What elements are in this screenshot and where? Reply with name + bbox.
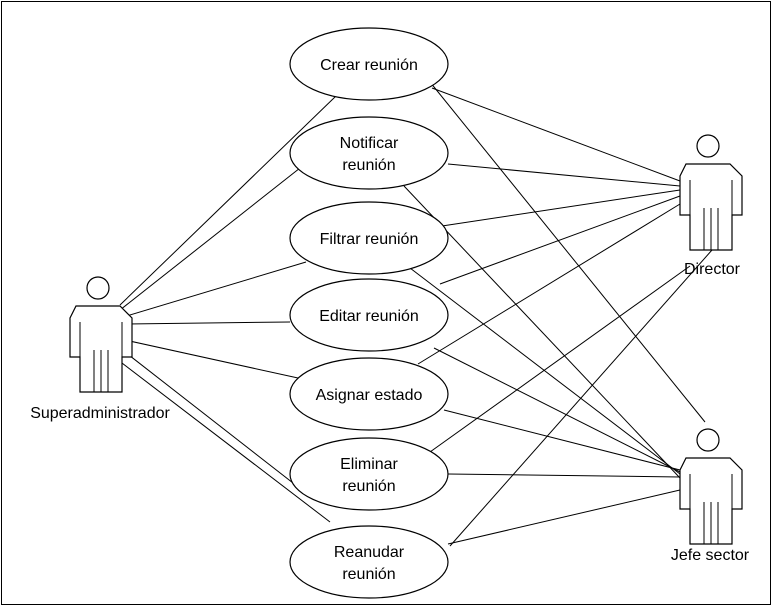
association-notificar-jefe [403, 185, 681, 479]
actor-jefe[interactable]: Jefe sector [671, 428, 750, 564]
actor-superadmin[interactable]: Superadministrador [30, 276, 170, 422]
use-case-eliminar[interactable]: Eliminar reunión [289, 437, 449, 511]
associations [117, 81, 713, 547]
use-case-label: Filtrar reunión [320, 231, 419, 248]
use-case-ellipse [289, 27, 449, 101]
use-case-label: Editar reunión [319, 308, 419, 325]
association-eliminar-director [429, 265, 691, 453]
association-crear-jefe [429, 81, 706, 423]
person-icon [679, 134, 743, 251]
association-crear-director [431, 87, 681, 182]
use-case-ellipse [289, 116, 449, 190]
association-reanudar-superadmin [117, 359, 331, 523]
association-filtrar-jefe [409, 267, 681, 475]
use-case-asignar[interactable]: Asignar estado [289, 357, 449, 431]
use-case-notificar[interactable]: Notificar reunión [289, 116, 449, 190]
use-case-reanudar[interactable]: Reanudar reunión [289, 525, 449, 599]
use-case-editar[interactable]: Editar reunión [289, 278, 449, 352]
use-case-label: reunión [342, 157, 395, 174]
use-case-label: Crear reunión [320, 57, 418, 74]
use-case-filtrar[interactable]: Filtrar reunión [289, 201, 449, 275]
association-asignar-jefe [443, 409, 681, 471]
use-case-ellipse [289, 525, 449, 599]
association-crear-superadmin [119, 95, 337, 306]
use-case-label: reunión [342, 566, 395, 583]
association-reanudar-director [449, 249, 713, 547]
person-icon [69, 276, 133, 393]
association-asignar-superadmin [124, 339, 299, 379]
association-editar-director [439, 195, 681, 285]
use-case-label: Asignar estado [316, 387, 423, 404]
use-case-label: Notificar [340, 135, 399, 152]
use-case-label: Eliminar [340, 456, 398, 473]
use-case-label: Reanudar [334, 544, 405, 561]
actor-director[interactable]: Director [679, 134, 743, 278]
association-filtrar-superadmin [119, 261, 307, 319]
use-case-ellipse [289, 437, 449, 511]
use-case-ellipse [289, 201, 449, 275]
association-filtrar-director [441, 189, 681, 227]
use-case-crear[interactable]: Crear reunión [289, 27, 449, 101]
use-case-ellipse [289, 357, 449, 431]
use-case-ellipse [289, 278, 449, 352]
association-notificar-superadmin [119, 167, 301, 311]
association-editar-jefe [433, 347, 681, 473]
actor-label: Superadministrador [30, 405, 170, 422]
actor-label: Director [684, 261, 741, 278]
association-asignar-director [417, 203, 681, 365]
use-case-label: reunión [342, 478, 395, 495]
association-editar-superadmin [124, 321, 291, 325]
association-reanudar-jefe [447, 489, 681, 545]
actor-label: Jefe sector [671, 547, 750, 564]
association-eliminar-superadmin [124, 351, 303, 491]
person-icon [679, 428, 743, 545]
association-eliminar-jefe [447, 473, 681, 478]
association-notificar-director [447, 163, 681, 187]
